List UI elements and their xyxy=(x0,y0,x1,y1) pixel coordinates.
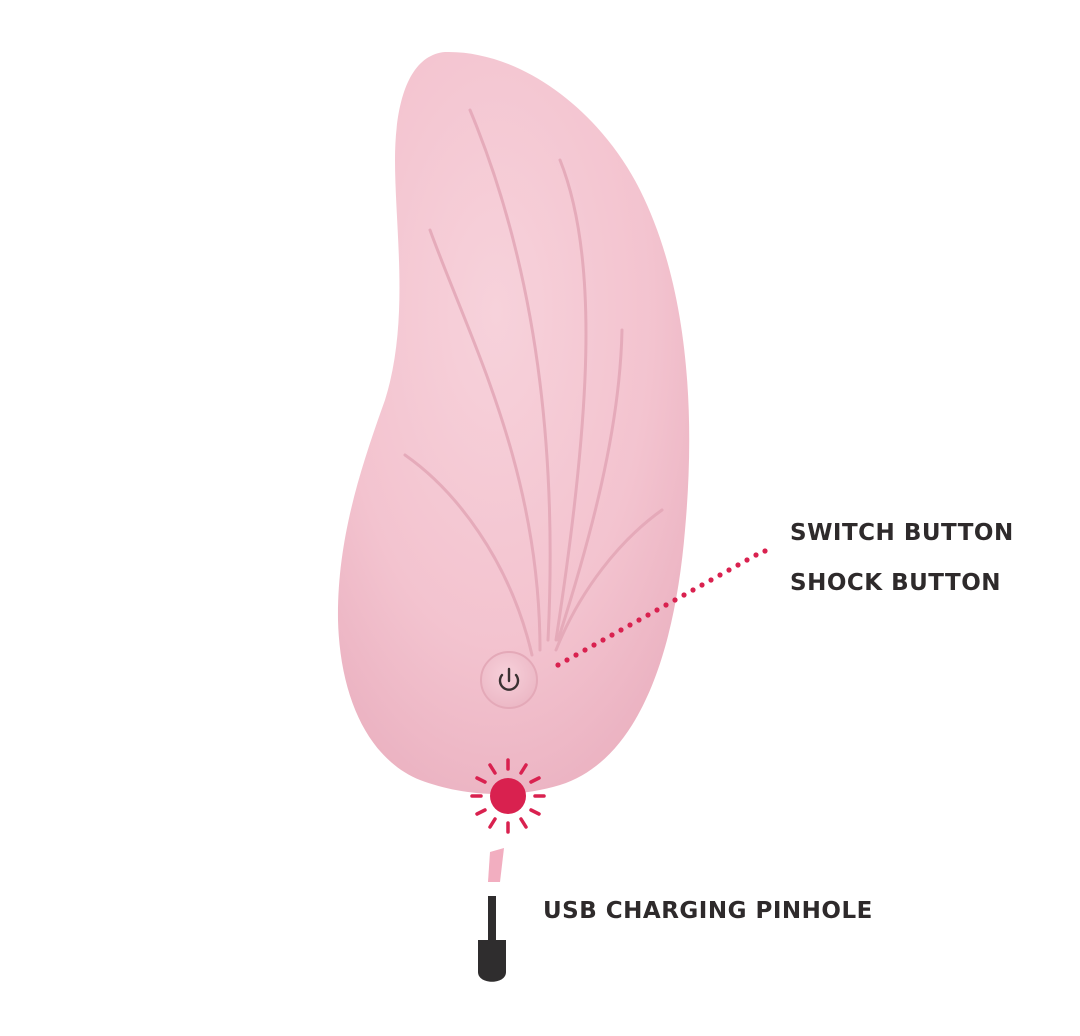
vein-2 xyxy=(468,108,552,642)
product-body xyxy=(337,51,690,795)
charging-pinhole xyxy=(470,758,546,834)
switch-button-label: SWITCH BUTTON xyxy=(790,520,1014,546)
charger-plug xyxy=(478,940,506,982)
pinhole-burst-icon xyxy=(470,758,546,834)
power-icon xyxy=(498,667,520,691)
usb-charger xyxy=(478,848,506,982)
shock-button-label: SHOCK BUTTON xyxy=(790,570,1001,596)
charger-pin xyxy=(488,848,504,882)
vein-3 xyxy=(554,158,588,642)
leaf-veins xyxy=(403,108,664,657)
pinhole-dot xyxy=(490,778,526,814)
vein-5 xyxy=(403,453,534,657)
vein-4 xyxy=(556,328,624,642)
vein-6 xyxy=(554,508,664,652)
usb-charging-pinhole-label: USB CHARGING PINHOLE xyxy=(543,898,873,924)
switch-button[interactable] xyxy=(480,651,538,709)
pointer-dots xyxy=(555,548,768,668)
vein-1 xyxy=(428,228,542,652)
charger-cable xyxy=(488,896,496,940)
